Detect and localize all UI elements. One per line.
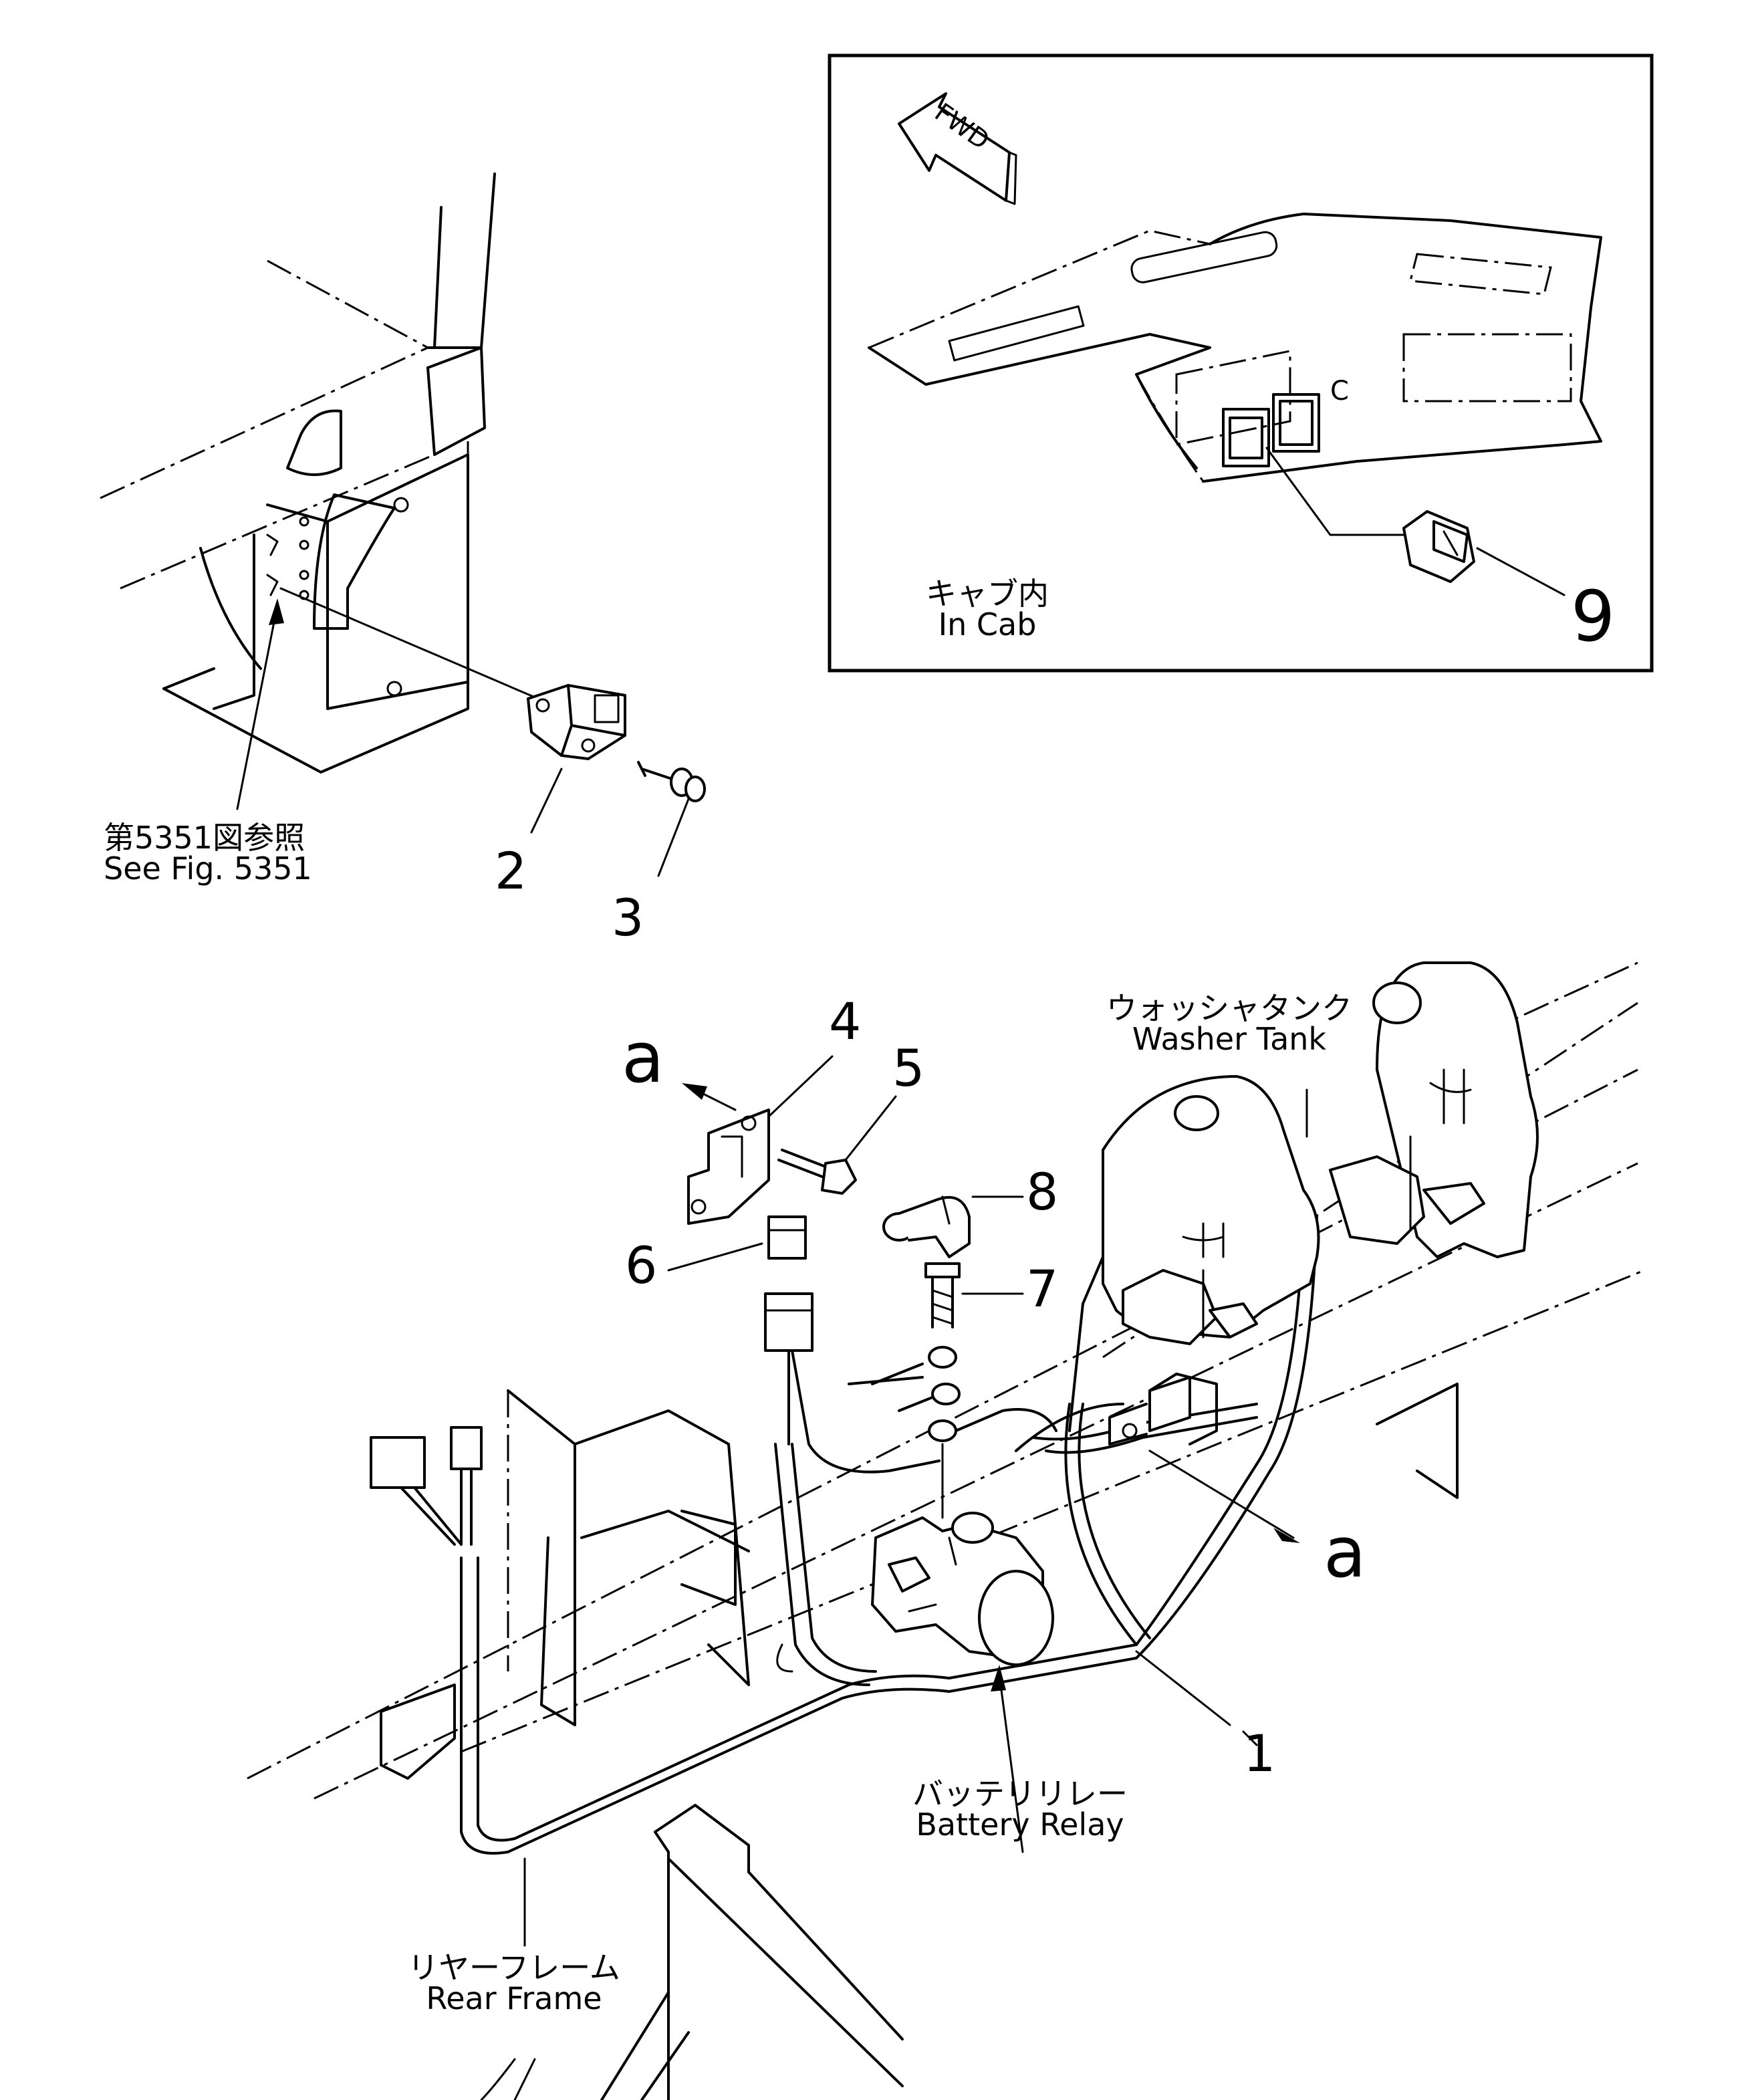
callout-8: 8 [1026, 1162, 1059, 1221]
washer-tank-jp: ウォッシャタンク [1106, 990, 1352, 1026]
callout-7: 7 [1026, 1259, 1059, 1318]
callout-a-top: a [622, 1017, 664, 1098]
callout-1: 1 [1243, 1724, 1276, 1783]
bolt-3-icon [637, 761, 706, 802]
in-cab-inset [828, 53, 1654, 673]
see-fig-note: 第5351図参照 See Fig. 5351 [104, 822, 312, 884]
callout-3: 3 [612, 888, 644, 947]
in-cab-jp: キャブ内 [926, 576, 1049, 612]
callout-4: 4 [829, 991, 862, 1051]
battery-relay-note: バッテリリレー Battery Relay [912, 1778, 1128, 1840]
washer-tank-note: ウォッシャタンク Washer Tank [1106, 993, 1352, 1054]
callout-2: 2 [495, 841, 527, 901]
harness-connector-icon [764, 1292, 814, 1445]
bolt-5-icon [777, 1149, 857, 1195]
relay-a-icon [1108, 1373, 1218, 1445]
washer-tank-front-icon [1102, 1075, 1320, 1345]
washer-tank-back-icon [1329, 961, 1539, 1258]
rear-frame-jp: リヤーフレーム [408, 1950, 620, 1986]
switch-9-icon [1402, 510, 1475, 583]
ring-terminals-icon [848, 1346, 1057, 1519]
bracket-4-icon [687, 1109, 770, 1225]
in-cab-note: キャブ内 In Cab [926, 578, 1049, 640]
see-fig-en: See Fig. 5351 [104, 850, 312, 887]
console-box [507, 1389, 793, 1726]
callout-9: 9 [1571, 576, 1616, 657]
see-fig-jp: 第5351図参照 [104, 820, 305, 856]
elbow-8-icon [882, 1195, 971, 1258]
washer-tank-en: Washer Tank [1132, 1021, 1327, 1057]
battery-relay-en: Battery Relay [916, 1806, 1124, 1843]
bolt-7-icon [924, 1262, 961, 1328]
left-connectors-icon [370, 1426, 483, 1546]
callout-a-right: a [1324, 1512, 1366, 1593]
connector-6-icon [767, 1215, 807, 1260]
callout-5: 5 [892, 1038, 925, 1098]
wire-harness-1 [460, 1215, 1318, 1855]
cab-marker-c: C [1330, 376, 1349, 406]
fwd-arrow-icon [898, 92, 1017, 205]
rear-frame-note: リヤーフレーム Rear Frame [408, 1952, 620, 2014]
battery-relay-jp: バッテリリレー [912, 1776, 1128, 1812]
rear-frame-en: Rear Frame [426, 1980, 602, 2016]
callout-6: 6 [625, 1236, 658, 1295]
battery-relay-icon [871, 1512, 1054, 1666]
relay-switch-2-icon [527, 684, 626, 760]
column-assembly [100, 172, 496, 774]
in-cab-en: In Cab [938, 606, 1037, 643]
